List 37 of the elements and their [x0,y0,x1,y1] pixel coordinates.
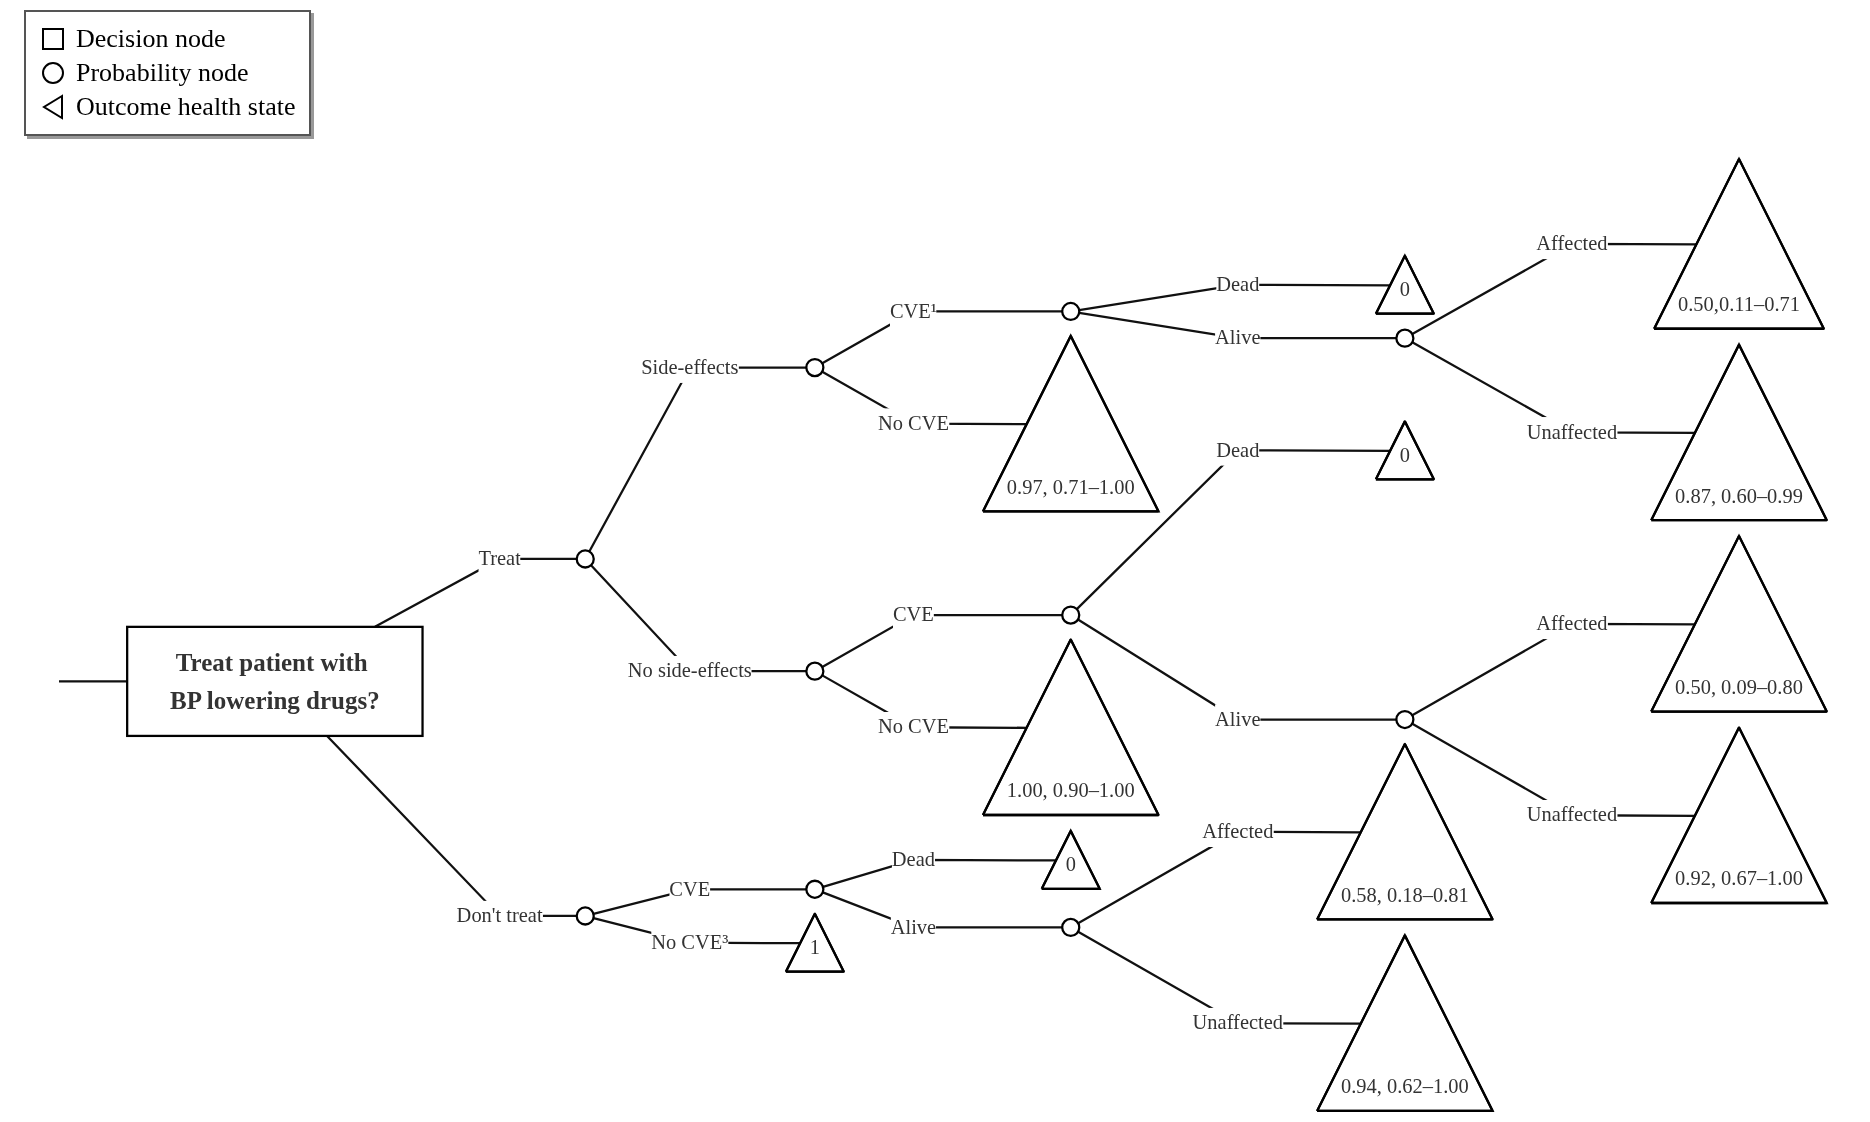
edge-label: No CVE³ [651,930,729,954]
edge-label: Dead [1216,272,1260,296]
node-circle [575,549,595,569]
edge-label: No side-effects [627,659,752,682]
edge-label: Unaffected [1192,1011,1284,1034]
node-circle [1395,328,1415,348]
edge-label: Unaffected [1526,803,1618,827]
node-circle [805,879,825,899]
edge-label: CVE [669,877,711,901]
node-circle [575,906,595,926]
edge-label: Treat [478,547,521,570]
edge-label: Alive [1215,326,1261,349]
legend-label: Outcome health state [76,92,296,122]
edge-label: Side-effects [641,355,739,379]
node-circle [805,661,825,681]
legend-label: Decision node [76,24,226,54]
edge-label: Alive [890,915,937,939]
node-circle [1395,709,1415,730]
edge-label: Dead [891,847,936,871]
edge-label: CVE¹ [889,299,937,323]
edge-label: Affected [1202,819,1274,843]
legend-label: Probability node [76,58,249,88]
node-circle [1061,917,1081,938]
node-circle [1061,605,1081,625]
node-circle [1061,301,1081,322]
edge-label: No CVE [877,715,949,739]
edge-label: CVE [893,603,934,626]
edge-label: Affected [1536,231,1608,255]
node-circle [805,357,825,378]
edge-label: No CVE [877,411,949,435]
edge-label: Unaffected [1526,420,1618,444]
edge-label: Dead [1216,438,1260,462]
edge-label: Don't treat [456,904,543,927]
edge-label: Affected [1536,611,1608,635]
connector [59,680,128,683]
edge-label: Alive [1215,707,1261,731]
node-box: Treat patient with BP lowering drugs? [126,625,424,738]
